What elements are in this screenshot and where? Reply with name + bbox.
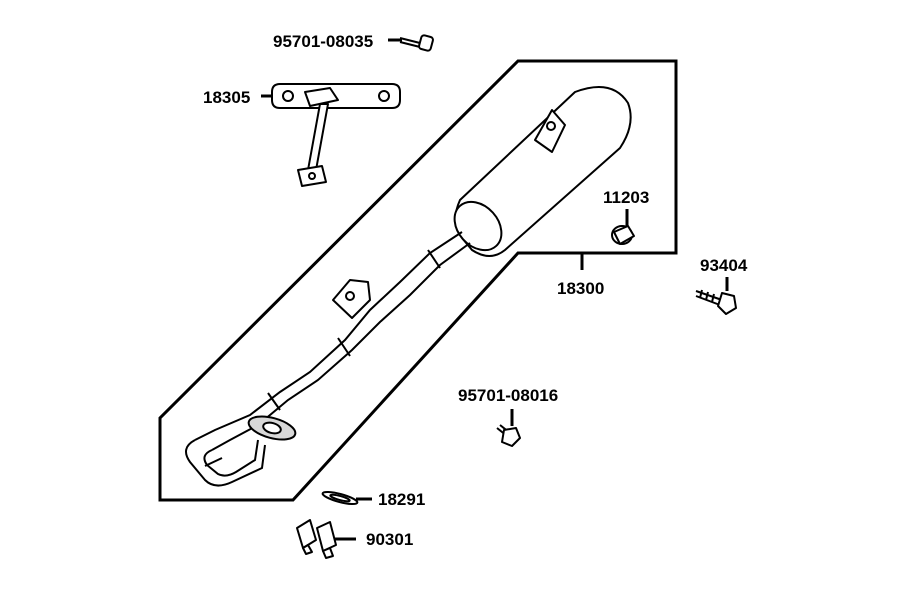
label-18300: 18300	[557, 279, 604, 298]
label-95701-08016: 95701-08016	[458, 386, 558, 405]
label-18305: 18305	[203, 88, 250, 107]
collar-11203[interactable]	[611, 225, 635, 245]
bolt-95701-08016[interactable]	[496, 424, 521, 447]
label-90301: 90301	[366, 530, 413, 549]
nuts-90301[interactable]	[296, 519, 337, 559]
label-95701-08035: 95701-08035	[273, 32, 373, 51]
bolt-95701-08035[interactable]	[399, 34, 434, 52]
label-18291: 18291	[378, 490, 425, 509]
label-11203: 11203	[603, 188, 649, 207]
gasket-18291[interactable]	[321, 489, 359, 506]
bracket-18305[interactable]	[271, 83, 401, 187]
label-93404: 93404	[700, 256, 748, 275]
assembly-outline	[158, 59, 678, 502]
exhaust-flange	[247, 415, 297, 441]
bolt-93404[interactable]	[695, 289, 737, 315]
muffler-assembly[interactable]	[185, 86, 632, 487]
